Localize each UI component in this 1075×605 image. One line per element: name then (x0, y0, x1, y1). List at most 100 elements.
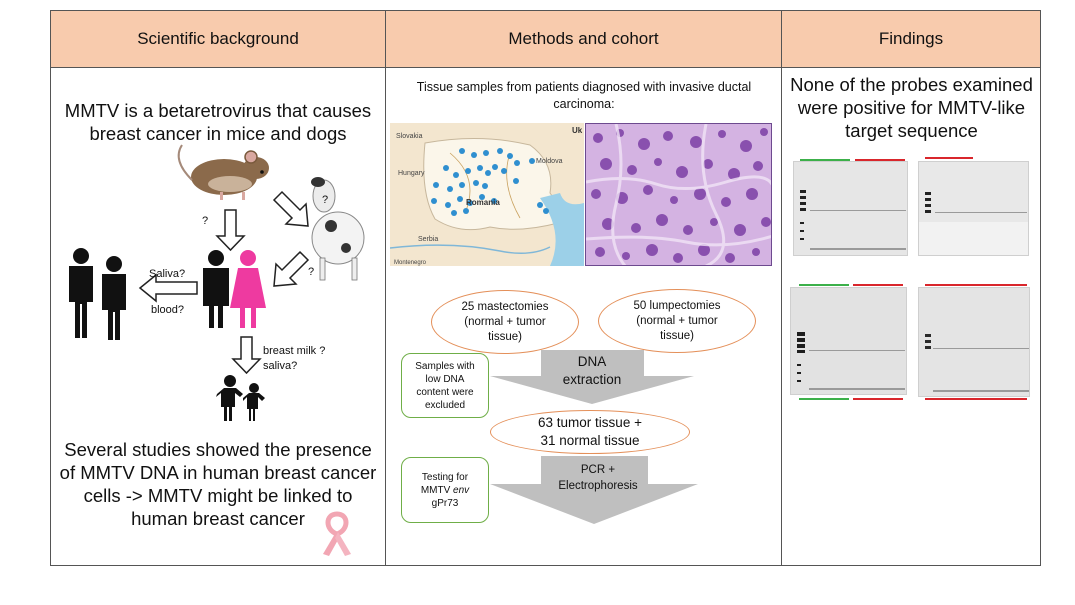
gel-image-2 (918, 161, 1029, 256)
lumpectomies-line2: (normal + tumor (636, 314, 718, 327)
dna-extraction-line2: extraction (562, 372, 622, 387)
findings-line2: were positive for MMTV-like (797, 97, 1026, 118)
man-icon (203, 250, 229, 328)
label-saliva: Saliva? (149, 268, 185, 280)
gel-image-4 (918, 287, 1030, 397)
arrow-mouse-to-dog (272, 190, 309, 227)
dog-icon (311, 177, 365, 281)
arrow-dog-to-human (273, 250, 310, 287)
dna-extraction-line1: DNA (577, 354, 607, 369)
arrow-pcr (490, 456, 698, 524)
findings-text: None of the probes examined were positiv… (784, 73, 1039, 142)
mastectomies-line3: tissue) (488, 330, 522, 343)
findings-line3: target sequence (845, 120, 978, 141)
testing-line2: MMTV env (421, 484, 469, 497)
testing-line1: Testing for (421, 471, 469, 483)
lumpectomies-line3: tissue) (660, 329, 694, 342)
gel3-green-bar-bottom (799, 398, 849, 400)
header-findings-label: Findings (878, 29, 944, 48)
q-mouse-dog: ? (322, 194, 328, 206)
map-label-uk: Uk (572, 126, 583, 135)
q-mouse-human: ? (202, 215, 208, 227)
outline-arrows (138, 190, 310, 375)
column-divider-2 (781, 10, 782, 566)
background-conclusion-line4: human breast cancer (131, 508, 305, 529)
header-background: Scientific background (50, 10, 386, 68)
gel-image-1 (793, 161, 908, 256)
excluded-line1: Samples with (415, 360, 475, 372)
histology-image (585, 123, 772, 266)
map-label-montenegro: Montenegro (394, 260, 427, 266)
methods-intro-line2: carcinoma: (553, 97, 615, 111)
background-conclusion: Several studies showed the presence of M… (52, 438, 384, 530)
testing-line2-gene: env (453, 484, 470, 496)
header-methods-label: Methods and cohort (508, 29, 659, 48)
transmission-diagram: ? ? ? Saliva? blood? breast milk ? saliv… (69, 144, 365, 421)
methods-intro-line1: Tissue samples from patients diagnosed w… (416, 80, 752, 94)
mastectomies-line1: 25 mastectomies (461, 300, 549, 313)
samples-line2: 31 normal tissue (540, 433, 640, 448)
arrow-human-to-child (231, 336, 262, 375)
header-background-label: Scientific background (137, 29, 299, 48)
romania-map-image: Slovakia Hungary Moldova Romania Serbia … (390, 123, 584, 266)
gel4-red-bar-top (925, 284, 1027, 286)
lumpectomies-line1: 50 lumpectomies (633, 299, 721, 312)
arrow-dna-extraction (490, 350, 694, 404)
dna-extraction-label: DNA extraction (540, 353, 644, 389)
map-pins (431, 148, 549, 216)
excluded-line3: content were (416, 386, 474, 398)
testing-line3: gPr73 (431, 497, 459, 509)
human-pair-icon (69, 248, 126, 340)
header-methods: Methods and cohort (386, 10, 782, 68)
map-label-romania: Romania (466, 198, 500, 207)
column-divider-1 (385, 10, 386, 566)
arrow-human-to-human (138, 273, 198, 303)
map-drawing: Slovakia Hungary Moldova Romania Serbia … (390, 123, 584, 266)
arrow-mouse-to-human (215, 209, 246, 252)
header-findings: Findings (782, 10, 1041, 68)
pcr-label: PCR + Electrophoresis (543, 462, 653, 494)
map-label-moldova: Moldova (536, 158, 563, 165)
samples-line1: 63 tumor tissue + (538, 415, 642, 430)
gel1-green-bar (800, 159, 850, 161)
children-icon (216, 375, 265, 421)
gel3-green-bar-top (799, 284, 849, 286)
testing-box: Testing for MMTV env gPr73 (401, 457, 489, 523)
pcr-line2: Electrophoresis (558, 480, 638, 492)
map-label-hungary: Hungary (398, 170, 425, 177)
lumpectomies-oval: 50 lumpectomies (normal + tumor tissue) (598, 289, 756, 353)
pcr-line1: PCR + (580, 464, 616, 476)
excluded-line4: excluded (424, 399, 466, 411)
background-intro-line1: MMTV is a betaretrovirus that causes (64, 100, 372, 121)
label-saliva-child: saliva? (263, 360, 297, 372)
gel4-red-bar-bottom (925, 398, 1027, 400)
label-breast-milk: breast milk ? (263, 345, 325, 357)
gel1-red-bar (855, 159, 905, 161)
histology-drawing (586, 124, 771, 265)
excluded-line2: low DNA (425, 373, 465, 385)
background-conclusion-line2: of MMTV DNA in human breast cancer (59, 462, 377, 483)
samples-oval: 63 tumor tissue + 31 normal tissue (490, 410, 690, 454)
gel3-red-bar-top (853, 284, 903, 286)
mastectomies-line2: (normal + tumor (464, 315, 546, 328)
findings-line1: None of the probes examined (790, 74, 1033, 95)
pink-ribbon-icon (323, 511, 351, 556)
background-conclusion-line1: Several studies showed the presence (64, 439, 372, 460)
gel2-red-bar (925, 157, 973, 159)
gel-image-3 (790, 287, 907, 395)
background-intro-line2: breast cancer in mice and dogs (89, 123, 347, 144)
label-blood: blood? (151, 304, 184, 316)
woman-icon (230, 250, 266, 328)
mouse-icon (177, 144, 269, 200)
background-intro: MMTV is a betaretrovirus that causes bre… (52, 99, 384, 145)
mastectomies-oval: 25 mastectomies (normal + tumor tissue) (431, 290, 579, 354)
methods-flow (490, 350, 698, 524)
map-label-slovakia: Slovakia (396, 133, 423, 140)
background-conclusion-line3: cells -> MMTV might be linked to (83, 485, 353, 506)
testing-line2-prefix: MMTV (420, 484, 454, 496)
gel3-red-bar-bottom (853, 398, 903, 400)
methods-intro: Tissue samples from patients diagnosed w… (388, 79, 780, 113)
map-label-serbia: Serbia (418, 236, 438, 243)
excluded-samples-box: Samples with low DNA content were exclud… (401, 353, 489, 418)
q-dog-human: ? (308, 266, 314, 278)
